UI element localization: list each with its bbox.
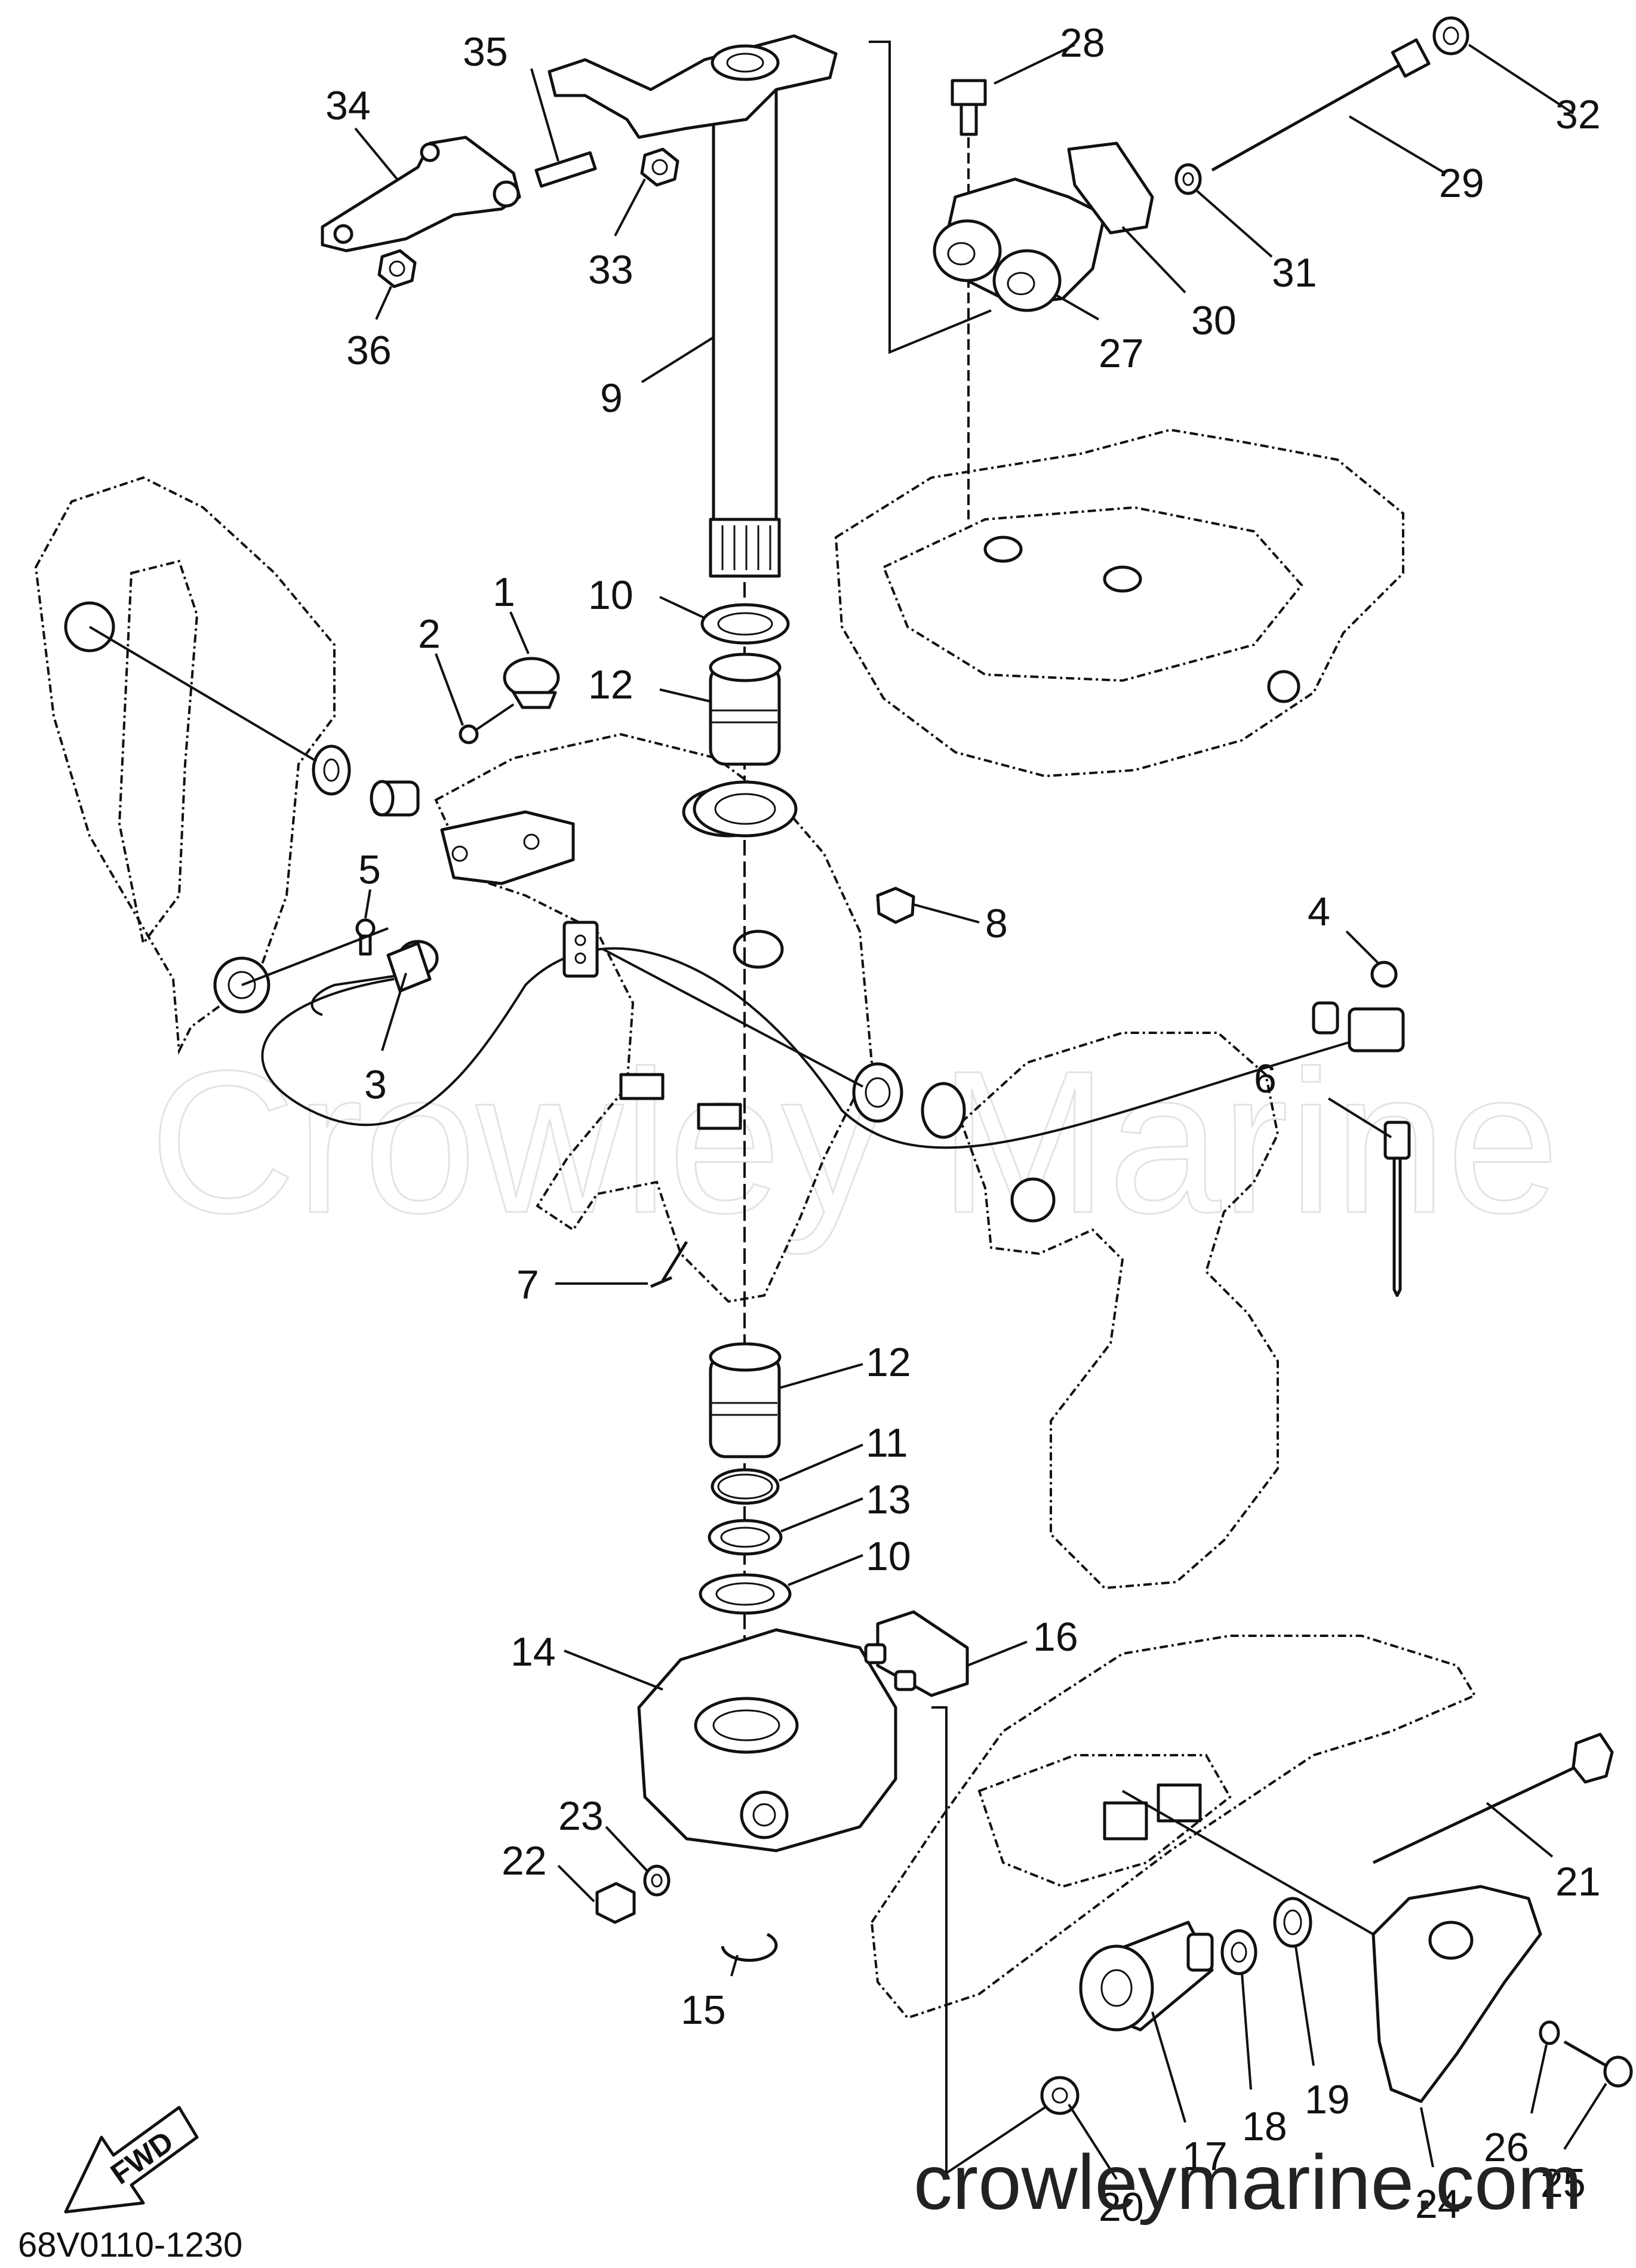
washer-10-upper	[700, 603, 790, 645]
callout-31: 31	[1272, 250, 1317, 296]
bushing-left	[370, 780, 420, 817]
leader-lines	[88, 44, 1607, 2180]
bushing-12-upper	[709, 653, 782, 766]
upper-casing	[834, 428, 1404, 778]
diagram-code: 68V0110-1230	[18, 2226, 242, 2264]
callout-27: 27	[1099, 331, 1144, 376]
cover-24	[1371, 1885, 1542, 2103]
callout-36: 36	[346, 328, 392, 373]
tilt-arm-right	[960, 1032, 1280, 1590]
callout-15: 15	[681, 1987, 726, 2033]
callout-14: 14	[511, 1629, 556, 1675]
washer-19	[1273, 1897, 1312, 1948]
callout-7: 7	[516, 1262, 539, 1307]
nut-8	[876, 887, 915, 924]
clip-3	[386, 940, 439, 993]
nut-36	[377, 249, 417, 288]
bracket-34	[321, 136, 521, 253]
bolt-29	[1211, 38, 1431, 172]
callout-19: 19	[1305, 2077, 1350, 2122]
washer-10-lower	[699, 1573, 792, 1615]
nut-33	[640, 147, 679, 187]
lower-mount-17	[1079, 1921, 1214, 2032]
connector	[1312, 961, 1405, 1053]
washer-26	[1539, 2020, 1560, 2045]
nut-32	[1432, 16, 1469, 56]
callout-3: 3	[364, 1062, 387, 1107]
screw-7	[650, 1241, 688, 1288]
callout-17: 17	[1182, 2134, 1228, 2179]
bolt-35	[534, 151, 597, 188]
washer-left	[312, 744, 351, 796]
callout-6: 6	[1254, 1056, 1277, 1101]
bushing-12-lower	[709, 1342, 782, 1458]
upper-mount-27	[933, 177, 1106, 312]
callout-29: 29	[1439, 161, 1484, 206]
callout-24: 24	[1415, 2181, 1460, 2227]
steering-shaft	[709, 82, 781, 578]
callouts: 1 2 3 4 5 6 7 8 9 10 10 11 12 12 13 14 1…	[325, 20, 1601, 2230]
callout-12a: 12	[588, 662, 634, 707]
washer-18	[1220, 1929, 1257, 1975]
callout-12b: 12	[866, 1340, 911, 1385]
callout-8: 8	[985, 901, 1008, 946]
callout-28: 28	[1060, 20, 1105, 66]
cable-tie-6	[1383, 1121, 1411, 1297]
callout-9: 9	[600, 376, 623, 421]
callout-4: 4	[1308, 889, 1330, 934]
bushing-seat-upper	[693, 780, 798, 838]
watermark: Crowley Marine	[149, 1029, 1560, 1256]
bolt-21	[1372, 1732, 1614, 1864]
callout-13: 13	[866, 1477, 911, 1522]
callout-23: 23	[558, 1793, 604, 1839]
nut-22	[595, 1882, 636, 1924]
callout-32: 32	[1555, 92, 1601, 137]
swivel-bracket-left	[34, 476, 336, 1055]
o-ring-11	[711, 1468, 780, 1505]
callout-10b: 10	[866, 1534, 911, 1579]
circlip-15	[721, 1932, 778, 1962]
callout-26: 26	[1484, 2125, 1529, 2170]
bolt-28	[951, 79, 987, 519]
small-plate	[562, 921, 599, 978]
footer-url: crowleymarine.com	[914, 2138, 1582, 2226]
callout-33: 33	[588, 247, 634, 293]
callout-35: 35	[463, 29, 508, 75]
callout-11: 11	[866, 1420, 908, 1466]
screw-2	[459, 703, 515, 744]
clamp-block	[440, 810, 575, 885]
callout-20: 20	[1099, 2184, 1144, 2230]
callout-10a: 10	[588, 573, 634, 618]
plate-30	[1067, 141, 1154, 235]
fwd-arrow: FWD	[64, 2106, 199, 2214]
callout-2: 2	[418, 611, 441, 657]
callout-34: 34	[325, 83, 371, 128]
plate-16	[864, 1610, 969, 1697]
callout-1: 1	[493, 570, 515, 615]
bushing-mid	[852, 1062, 966, 1139]
callout-25: 25	[1540, 2161, 1586, 2206]
washer-13	[708, 1519, 783, 1556]
callout-21: 21	[1555, 1859, 1601, 1904]
callout-22: 22	[502, 1838, 547, 1884]
bolt-25	[1563, 2040, 1633, 2088]
steering-arm	[548, 34, 838, 139]
callout-5: 5	[358, 847, 381, 893]
callout-18: 18	[1242, 2104, 1287, 2149]
washer-31	[1174, 163, 1202, 195]
washer-23	[643, 1864, 671, 1897]
clip-1	[503, 657, 560, 709]
lower-mount-housing-14	[637, 1628, 897, 1852]
callout-30: 30	[1191, 298, 1237, 343]
callout-16: 16	[1033, 1614, 1078, 1660]
